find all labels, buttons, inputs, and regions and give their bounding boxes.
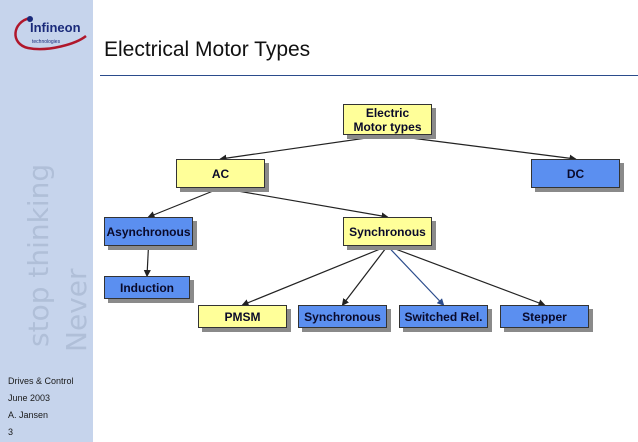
- edge-asynchronous-to-induction: [143, 245, 151, 278]
- edge-synchronous-to-pmsm: [241, 245, 388, 307]
- edge-ac-to-synchronous: [220, 187, 389, 220]
- edge-ac-to-asynchronous: [147, 187, 221, 219]
- node-label-line2: Motor types: [353, 119, 422, 134]
- footer-author: A. Jansen: [8, 410, 49, 420]
- svg-text:stop thinking: stop thinking: [22, 164, 55, 347]
- edge-synchronous-to-synchronous_leaf: [341, 245, 388, 306]
- node-label-line1: Electric: [365, 105, 410, 120]
- edge-synchronous-to-switched_rel: [387, 245, 445, 306]
- title-underline: [100, 75, 638, 76]
- edge-root-to-dc: [387, 134, 577, 162]
- node-ac: AC: [176, 159, 265, 188]
- never-stop-thinking-watermark: stop thinking Never: [22, 164, 92, 352]
- edge-synchronous-to-stepper: [387, 245, 546, 307]
- footer-date: June 2003: [8, 393, 51, 403]
- svg-text:Never: Never: [60, 268, 92, 352]
- node-switched-rel: Switched Rel.: [399, 305, 488, 328]
- node-dc: DC: [531, 159, 620, 188]
- node-stepper: Stepper: [500, 305, 589, 328]
- node-synchronous: Synchronous: [343, 217, 432, 246]
- node-asynchronous: Asynchronous: [104, 217, 193, 246]
- node-synchronous-leaf: Synchronous: [298, 305, 387, 328]
- infineon-logo: Infineon technologies: [14, 16, 87, 51]
- edge-root-to-ac: [219, 134, 388, 162]
- slide-title: Electrical Motor Types: [104, 38, 311, 61]
- footer-department: Drives & Control: [8, 376, 74, 386]
- sidebar: Infineon technologies stop thinking Neve…: [0, 0, 93, 442]
- svg-text:Infineon: Infineon: [30, 20, 81, 35]
- node-induction: Induction: [104, 276, 190, 299]
- node-pmsm: PMSM: [198, 305, 287, 328]
- svg-text:technologies: technologies: [32, 39, 61, 45]
- footer-page-number: 3: [8, 427, 14, 437]
